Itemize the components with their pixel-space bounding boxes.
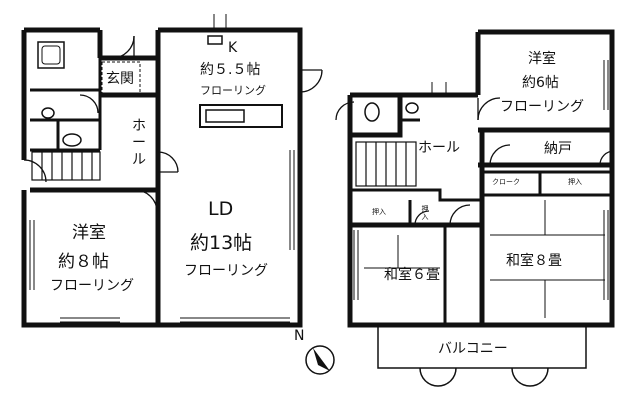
f2-hall-label: ホール — [418, 140, 460, 156]
f2-western-name: 洋室 — [528, 51, 556, 67]
kitchen-size: 約５.５帖 — [200, 62, 261, 78]
closet-label: クローク — [492, 178, 520, 186]
f1-hall-text: ホール — [132, 118, 146, 168]
floor2-stairs — [355, 141, 417, 187]
f1-western-name: 洋室 — [72, 223, 106, 243]
f1-western-floor: フローリング — [50, 278, 134, 294]
floor1-stairs — [31, 151, 101, 181]
nando-label: 納戸 — [544, 141, 572, 157]
washitsu8-label: 和室８畳 — [506, 253, 562, 269]
f2-western-size: 約6帖 — [522, 75, 559, 91]
oshiire-label-left: 押入 — [372, 208, 386, 216]
compass-label: N — [294, 328, 305, 344]
balcony-label: バルコニー — [438, 341, 508, 357]
f2-western-floor: フローリング — [500, 99, 584, 115]
toilet — [62, 133, 82, 147]
floor2-windows — [353, 60, 609, 300]
floor2-walls — [347, 29, 615, 328]
floor1-windows — [29, 14, 295, 323]
balcony-outline — [377, 325, 587, 387]
genkan-label: 玄関 — [106, 71, 134, 87]
washitsu6-label: 和室６畳 — [384, 267, 440, 283]
bathtub — [37, 41, 65, 69]
floor1-inner-walls — [30, 35, 283, 152]
floor2-doors — [335, 97, 615, 226]
floor2-inner-walls — [350, 95, 612, 325]
ld-size: 約13帖 — [190, 232, 253, 254]
f1-hall-label: ホール — [130, 118, 148, 169]
oshiire-label-mid: 押入 — [421, 205, 429, 221]
floor1-doors — [23, 35, 323, 213]
oshiire-label-right: 押入 — [568, 178, 582, 186]
floor1-walls — [21, 27, 303, 328]
kitchen-code: K — [228, 40, 238, 56]
ld-code: LD — [208, 198, 234, 220]
f1-western-size: 約８帖 — [58, 252, 109, 272]
kitchen-floor: フローリング — [200, 84, 266, 97]
compass — [305, 345, 335, 375]
tatami-lines — [364, 200, 605, 318]
ld-floor: フローリング — [184, 263, 268, 279]
